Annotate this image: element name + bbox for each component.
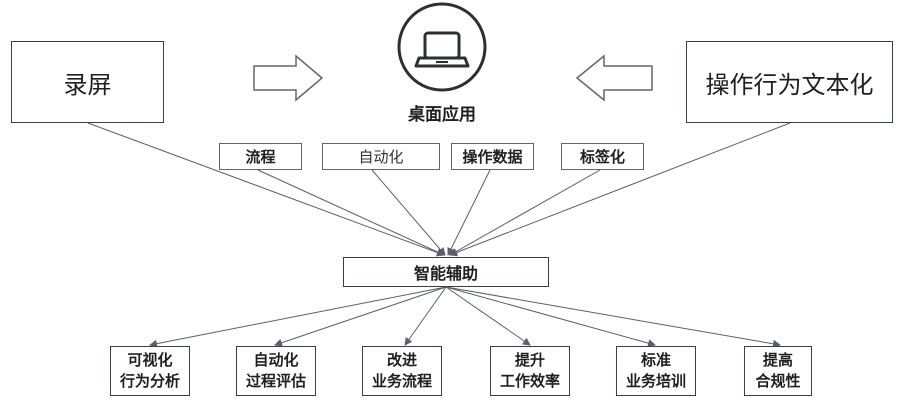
source-action-text: 操作行为文本化 bbox=[686, 41, 893, 123]
outcome-efficiency: 提升 工作效率 bbox=[490, 346, 570, 396]
connector-hub-to-out2 bbox=[274, 286, 447, 347]
connector-hub-to-out5 bbox=[445, 286, 656, 347]
connector-hub-to-out1 bbox=[149, 286, 447, 348]
outcome-line1: 可视化 bbox=[127, 351, 173, 369]
connector-tag1-to-hub bbox=[257, 169, 445, 256]
source-action-text-label: 操作行为文本化 bbox=[705, 70, 874, 99]
outcome-visual-analysis: 可视化 行为分析 bbox=[110, 346, 190, 396]
outcome-improve-process: 改进 业务流程 bbox=[362, 346, 442, 396]
outcome-line2: 行为分析 bbox=[119, 372, 180, 390]
tag-labeling-label: 标签化 bbox=[579, 148, 625, 166]
connector-tag3-to-hub bbox=[447, 169, 491, 256]
laptop-icon bbox=[397, 2, 487, 92]
outcome-line1: 改进 bbox=[386, 351, 417, 369]
outcome-line1: 提高 bbox=[762, 351, 793, 369]
outcome-line1: 提升 bbox=[514, 351, 545, 369]
connector-hub-to-out3 bbox=[404, 286, 447, 346]
connector-right-to-hub bbox=[449, 122, 791, 257]
desktop-app-caption: 桌面应用 bbox=[408, 105, 476, 125]
connector-hub-to-out6 bbox=[445, 286, 781, 348]
hub-label: 智能辅助 bbox=[413, 264, 478, 283]
arrow-left-icon bbox=[575, 54, 653, 102]
connector-tag4-to-hub bbox=[449, 169, 601, 256]
hub-intelligent-assist: 智能辅助 bbox=[343, 257, 549, 287]
outcome-compliance: 提高 合规性 bbox=[744, 346, 812, 396]
arrow-right-icon bbox=[253, 54, 324, 102]
tag-operation-data-label: 操作数据 bbox=[462, 148, 523, 166]
tag-automation-label: 自动化 bbox=[358, 148, 404, 166]
outcome-training: 标准 业务培训 bbox=[616, 346, 696, 396]
outcome-process-evaluation: 自动化 过程评估 bbox=[236, 346, 316, 396]
tag-process: 流程 bbox=[219, 143, 302, 170]
source-recording-label: 录屏 bbox=[63, 70, 112, 99]
source-recording: 录屏 bbox=[11, 41, 164, 123]
tag-operation-data: 操作数据 bbox=[451, 143, 534, 170]
connector-hub-to-out4 bbox=[445, 286, 531, 346]
outcome-line2: 业务流程 bbox=[371, 372, 432, 390]
outcome-line1: 自动化 bbox=[253, 351, 299, 369]
outcome-line2: 过程评估 bbox=[245, 372, 306, 390]
tag-automation: 自动化 bbox=[322, 143, 440, 170]
tag-process-label: 流程 bbox=[245, 148, 276, 166]
connector-tag2-to-hub bbox=[371, 169, 446, 256]
connector-left-to-hub bbox=[87, 122, 445, 257]
outcome-line2: 工作效率 bbox=[499, 372, 560, 390]
outcome-line1: 标准 bbox=[640, 351, 671, 369]
outcome-line2: 合规性 bbox=[755, 372, 801, 390]
tag-labeling: 标签化 bbox=[561, 143, 644, 170]
outcome-line2: 业务培训 bbox=[625, 372, 686, 390]
